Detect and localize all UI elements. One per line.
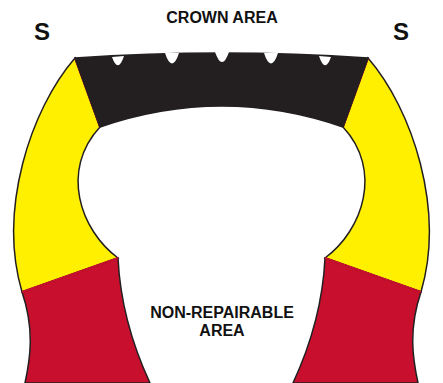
crown-tread xyxy=(75,53,368,127)
crown-label: CROWN AREA xyxy=(166,9,277,27)
non-repairable-label: NON-REPAIRABLE AREA xyxy=(147,304,297,339)
seam-label: S xyxy=(34,19,50,45)
tread-grooves xyxy=(112,52,331,65)
seam-label: S xyxy=(393,19,409,45)
